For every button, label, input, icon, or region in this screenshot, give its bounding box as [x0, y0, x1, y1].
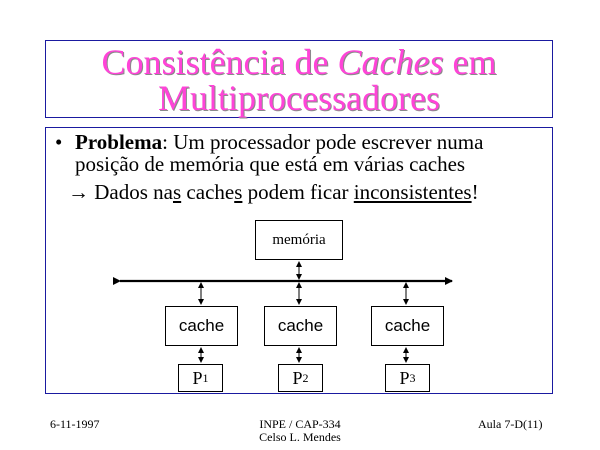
- processor-index: 1: [202, 370, 209, 385]
- title-italic-caches: Caches: [337, 42, 444, 82]
- cache-box-3: cache: [371, 306, 444, 346]
- consequence-seg-1: Dados na: [89, 180, 173, 204]
- consequence-seg-5: podem ficar: [242, 180, 354, 204]
- footer-course: INPE / CAP-334 Celso L. Mendes: [200, 418, 400, 444]
- title-text-1: Consistência de: [101, 42, 338, 82]
- processor-letter: P: [292, 367, 303, 388]
- bullet-text-1: : Um processador pode escrever numa: [162, 130, 484, 154]
- memory-box: memória: [255, 220, 343, 260]
- cache-box-1: cache: [165, 306, 238, 346]
- bullet-bold-label: Problema: [75, 130, 163, 154]
- processor-index: 3: [409, 370, 416, 385]
- title-line-1: Consistência de Caches em: [46, 42, 552, 82]
- consequence-seg-2: s: [172, 180, 182, 204]
- consequence-seg-7: !: [471, 180, 479, 204]
- footer-course-line-1: INPE / CAP-334: [259, 417, 341, 431]
- consequence-seg-6: inconsistentes: [353, 180, 472, 204]
- processor-index: 2: [302, 370, 309, 385]
- consequence-seg-3: cache: [181, 180, 235, 204]
- cache-box-2: cache: [264, 306, 337, 346]
- consequence-seg-4: s: [234, 180, 243, 204]
- processor-letter: P: [192, 367, 203, 388]
- bullet-line-2: posição de memória que está em várias ca…: [75, 152, 466, 176]
- title-text-2: em: [443, 42, 497, 82]
- processor-letter: P: [399, 367, 410, 388]
- content-box: [45, 127, 553, 394]
- consequence-line: → Dados nas caches podem ficar inconsist…: [68, 181, 479, 203]
- right-arrow-icon: →: [68, 180, 89, 204]
- bullet-dot: •: [55, 130, 63, 154]
- title-box: Consistência de Caches em Multiprocessad…: [45, 40, 553, 118]
- bullet-line-1: Problema: Um processador pode escrever n…: [75, 131, 483, 153]
- footer-author: Celso L. Mendes: [259, 430, 341, 444]
- title-line-2: Multiprocessadores: [158, 78, 440, 118]
- footer-slide-number: Aula 7-D(11): [478, 417, 543, 431]
- footer-date: 6-11-1997: [50, 417, 100, 431]
